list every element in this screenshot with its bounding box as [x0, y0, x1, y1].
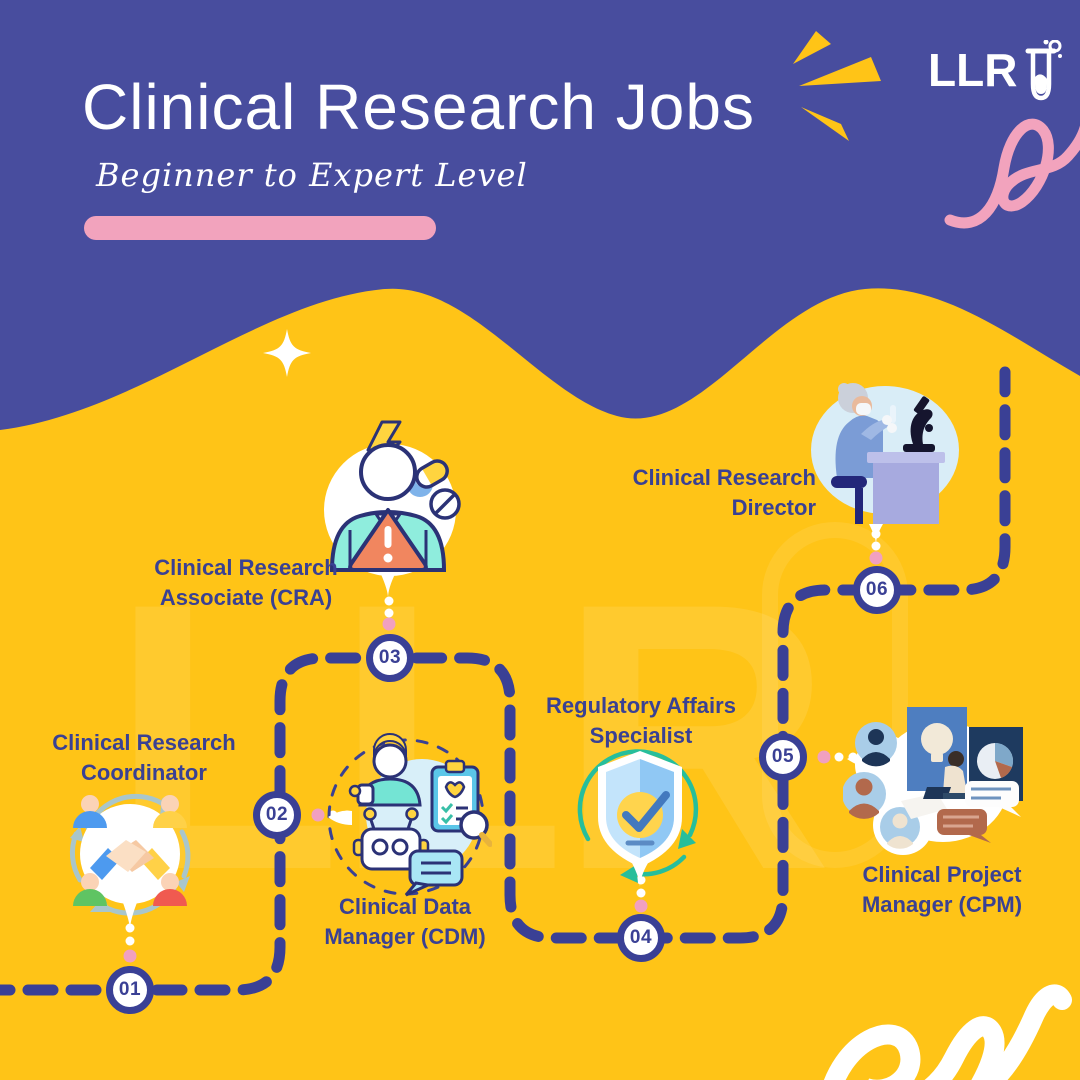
sparkle-strokes-decoration — [793, 31, 881, 141]
route-path — [0, 366, 1011, 996]
milestone-01-label: Clinical Research Coordinator — [52, 730, 236, 785]
handshake-collaboration-icon — [69, 793, 191, 930]
watermark-text: LLR — [110, 524, 825, 949]
milestone-01-badge: 01 — [106, 966, 154, 1014]
watermark: LLR — [110, 480, 908, 949]
data-manager-robot-icon — [327, 733, 492, 897]
milestone-03-badge: 03 — [366, 634, 414, 682]
shield-check-icon — [577, 749, 699, 887]
person-warning-icon — [324, 420, 461, 598]
sparkle-star-icon — [263, 329, 311, 377]
milestone-04-label: Regulatory Affairs Specialist — [546, 693, 736, 748]
milestone-01-number: 01 — [118, 979, 142, 1000]
brand-logo: LLR — [928, 40, 1065, 106]
milestone-02-label: Clinical Data Manager (CDM) — [324, 894, 486, 949]
title-underline — [84, 216, 436, 240]
pink-squiggle-decoration — [944, 118, 1080, 229]
brand-text: LLR — [928, 44, 1018, 96]
milestone-04-number: 04 — [629, 927, 653, 948]
milestone-02-number: 02 — [265, 804, 289, 825]
milestone-04-badge: 04 — [617, 914, 665, 962]
scientist-microscope-icon — [811, 383, 959, 544]
milestone-02-badge: 02 — [253, 791, 301, 839]
test-tube-icon — [1025, 40, 1063, 101]
milestone-06-label: Clinical Research Director — [632, 465, 816, 520]
project-team-icon — [843, 707, 1023, 855]
white-squiggle-decoration — [824, 984, 1072, 1080]
milestone-05-label: Clinical Project Manager (CPM) — [861, 862, 1023, 917]
milestone-05-number: 05 — [771, 746, 795, 767]
milestone-06-number: 06 — [865, 579, 889, 600]
milestone-05-badge: 05 — [759, 733, 807, 781]
poster-title: Clinical Research Jobs — [82, 71, 755, 143]
milestone-03-label: Clinical Research Associate (CRA) — [154, 555, 338, 610]
poster-subtitle: Beginner to Expert Level — [96, 156, 528, 194]
milestone-06-badge: 06 — [853, 566, 901, 614]
wave-shape — [0, 288, 1080, 1080]
milestone-03-number: 03 — [378, 647, 402, 668]
